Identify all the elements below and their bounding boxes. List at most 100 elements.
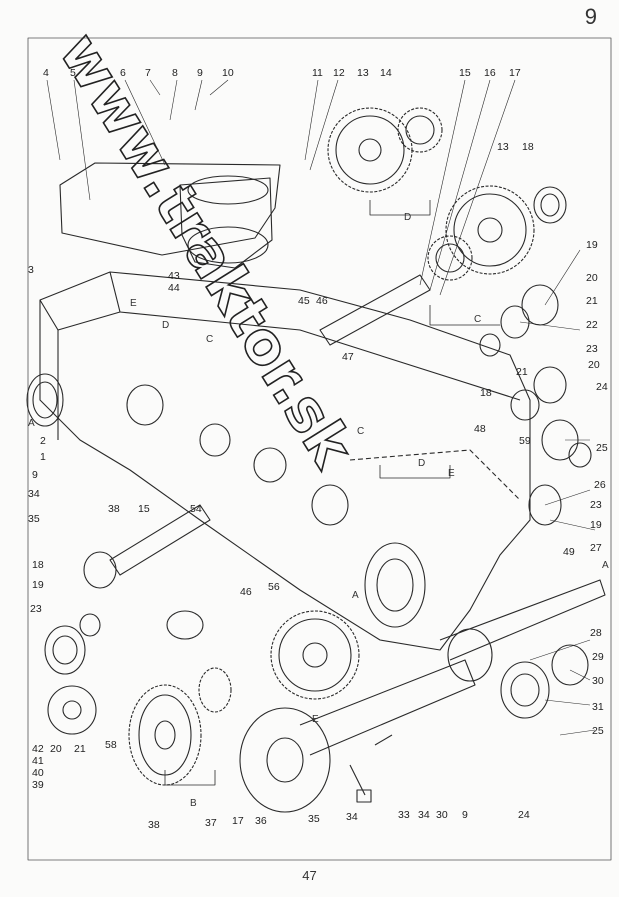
callout-label: 26 [594, 479, 606, 491]
gear-13-top [327, 107, 413, 193]
section-mark: B [190, 798, 197, 809]
callout-label: 1 [40, 451, 46, 463]
callout-label: 9 [32, 469, 38, 481]
callout-label: 37 [205, 817, 217, 829]
cover-plate [59, 162, 281, 256]
callout-label: 38 [108, 503, 120, 515]
callout-label: 7 [145, 67, 151, 79]
callout-label: 2 [40, 435, 46, 447]
section-mark: C [474, 314, 481, 325]
callout-label: 5 [70, 67, 76, 79]
callout-label: 15 [138, 503, 150, 515]
callout-label: 46 [316, 295, 328, 307]
page-number: 47 [302, 868, 317, 883]
gear-38 [270, 610, 360, 700]
top-housing [179, 177, 273, 269]
splined-shaft-lower [109, 504, 211, 576]
callout-label: 17 [232, 815, 244, 827]
callout-label: 19 [32, 579, 44, 591]
callout-label: 21 [586, 295, 598, 307]
callout-label: 14 [380, 67, 392, 79]
callout-label: 13 [357, 67, 369, 79]
section-mark: E [312, 714, 319, 725]
callout-label: 24 [596, 381, 608, 393]
callout-label: 19 [590, 519, 602, 531]
callout-label: 21 [516, 366, 528, 378]
callout-label: 23 [30, 603, 42, 615]
callout-label: 24 [518, 809, 530, 821]
callout-label: 33 [398, 809, 410, 821]
callout-label: 4 [43, 67, 49, 79]
callout-label: 12 [333, 67, 345, 79]
callout-label: 39 [32, 779, 44, 791]
section-marks: A A A B C C C D D D E E E [28, 212, 609, 809]
callout-label: 58 [105, 739, 117, 751]
callout-label: 44 [168, 282, 180, 294]
callout-label: 20 [50, 743, 62, 755]
callout-label: 20 [586, 272, 598, 284]
callout-label: 48 [474, 423, 486, 435]
callout-label: 42 [32, 743, 44, 755]
callout-label: 36 [255, 815, 267, 827]
callout-label: 30 [436, 809, 448, 821]
callout-label: 18 [480, 387, 492, 399]
callout-label: 43 [168, 270, 180, 282]
callout-label: 25 [596, 442, 608, 454]
callout-label: 47 [342, 351, 354, 363]
section-mark: A [352, 590, 359, 601]
gear-13-right [445, 185, 535, 275]
callout-label: 19 [586, 239, 598, 251]
section-mark: C [357, 426, 364, 437]
callout-label: 30 [592, 675, 604, 687]
callout-label: 11 [312, 67, 323, 79]
callout-label: 40 [32, 767, 44, 779]
section-mark: A [602, 560, 609, 571]
section-mark: D [162, 320, 169, 331]
callout-label: 8 [172, 67, 178, 79]
watermark: www.traktor.sk [45, 21, 368, 481]
section-mark: E [448, 468, 455, 479]
callout-label: 59 [519, 435, 531, 447]
sheet-number: 9 [584, 4, 597, 29]
section-mark: A [28, 418, 35, 429]
callout-label: 21 [74, 743, 86, 755]
callout-label: 23 [590, 499, 602, 511]
section-mark: D [418, 458, 425, 469]
main-housing [39, 271, 531, 651]
callout-label: 34 [346, 811, 358, 823]
callout-label: 56 [268, 581, 280, 593]
callout-label: 20 [588, 359, 600, 371]
callout-label: 10 [222, 67, 234, 79]
section-mark: C [206, 334, 213, 345]
callout-label: 16 [484, 67, 496, 79]
callout-label: 29 [592, 651, 604, 663]
callout-label: 18 [32, 559, 44, 571]
callout-label: 38 [148, 819, 160, 831]
section-mark: E [130, 298, 137, 309]
callout-label: 23 [586, 343, 598, 355]
callout-label: 34 [418, 809, 430, 821]
callout-label: 22 [586, 319, 598, 331]
callout-label: 46 [240, 586, 252, 598]
callout-label: 3 [28, 264, 34, 276]
callout-label: 35 [28, 513, 40, 525]
callout-label: 15 [459, 67, 471, 79]
callout-label: 9 [197, 67, 203, 79]
callout-label: 31 [592, 701, 604, 713]
callout-label: 54 [190, 503, 202, 515]
output-flange [239, 707, 331, 813]
callout-label: 25 [592, 725, 604, 737]
callout-label: 45 [298, 295, 310, 307]
callout-label: 17 [509, 67, 521, 79]
callouts: 4 5 6 7 8 9 10 11 12 13 14 15 16 17 13 1… [28, 67, 608, 831]
section-mark: D [404, 212, 411, 223]
callout-label: 41 [32, 755, 44, 767]
callout-label: 27 [590, 542, 602, 554]
callout-label: 18 [522, 141, 534, 153]
callout-label: 35 [308, 813, 320, 825]
callout-label: 34 [28, 488, 40, 500]
callout-label: 6 [120, 67, 126, 79]
callout-label: 13 [497, 141, 509, 153]
